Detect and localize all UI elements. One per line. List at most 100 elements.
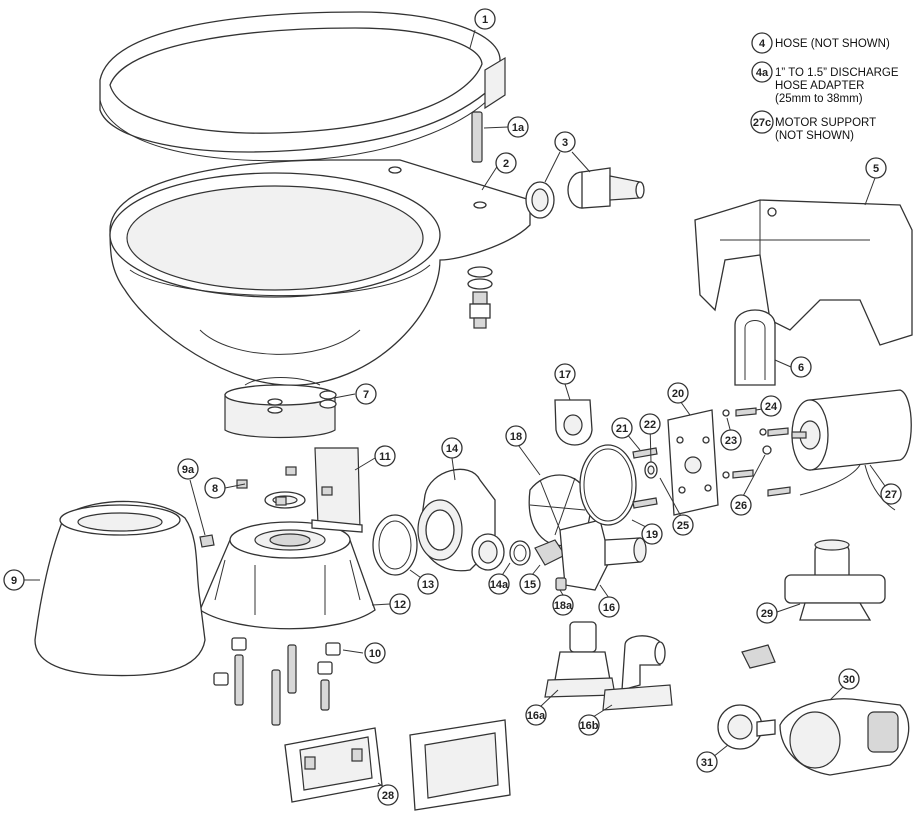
part-o-ring-large bbox=[372, 514, 418, 576]
callout-label: 9 bbox=[11, 575, 17, 587]
part-hinge-bolt bbox=[471, 111, 483, 163]
part-pump-gasket bbox=[579, 444, 637, 526]
part-motor-strap bbox=[734, 309, 776, 386]
part-shaft-seal bbox=[644, 461, 658, 479]
callout-label: 16b bbox=[580, 720, 599, 732]
callout-19: 19 bbox=[641, 523, 663, 545]
callout-label: 5 bbox=[873, 163, 879, 175]
callout-label: 30 bbox=[843, 674, 855, 686]
callout-label: 9a bbox=[182, 464, 195, 476]
callout-label: 20 bbox=[672, 388, 684, 400]
callout-label: 11 bbox=[379, 451, 391, 463]
callout-16b: 16b bbox=[578, 714, 600, 736]
note-line: (25mm to 38mm) bbox=[775, 93, 863, 105]
part-mounting-plate bbox=[667, 409, 719, 516]
part-pump bbox=[779, 698, 910, 776]
part-o-ring-small bbox=[509, 540, 531, 566]
callout-20: 20 bbox=[667, 382, 689, 404]
callout-1: 1 bbox=[474, 8, 496, 30]
callout-24: 24 bbox=[760, 395, 782, 417]
callout-label: 8 bbox=[212, 483, 218, 495]
part-motor-cover bbox=[694, 199, 913, 346]
callout-13: 13 bbox=[417, 573, 439, 595]
callout-14: 14 bbox=[441, 437, 463, 459]
callout-label: 13 bbox=[422, 579, 434, 591]
callout-label: 21 bbox=[616, 423, 628, 435]
part-flap-valve bbox=[311, 447, 363, 533]
callout-5: 5 bbox=[865, 157, 887, 179]
callout-label: 22 bbox=[644, 419, 656, 431]
part-inlet-fitting bbox=[525, 167, 645, 219]
callout-label: 2 bbox=[503, 158, 509, 170]
callout-30: 30 bbox=[838, 668, 860, 690]
callout-label: 14 bbox=[446, 443, 459, 455]
callout-6: 6 bbox=[790, 356, 812, 378]
callout-label: 14a bbox=[490, 579, 509, 591]
callout-label: 27 bbox=[885, 489, 897, 501]
part-pump-base bbox=[199, 521, 376, 630]
callout-label: 16a bbox=[527, 710, 546, 722]
part-bowl bbox=[109, 159, 531, 439]
part-rim-gasket bbox=[267, 390, 337, 414]
part-pump-body bbox=[559, 519, 647, 591]
callout-label: 29 bbox=[761, 608, 773, 620]
callout-3: 3 bbox=[554, 131, 576, 153]
callout-8: 8 bbox=[204, 477, 226, 499]
note-badge: 27c bbox=[753, 117, 771, 129]
callout-label: 19 bbox=[646, 529, 658, 541]
part-pump-housing bbox=[417, 468, 505, 572]
callout-18: 18 bbox=[505, 425, 527, 447]
part-switch-cover bbox=[409, 719, 511, 811]
callout-label: 31 bbox=[701, 757, 713, 769]
callout-label: 3 bbox=[562, 137, 568, 149]
callout-28: 28 bbox=[377, 784, 399, 806]
callout-label: 17 bbox=[559, 369, 571, 381]
callout-label: 7 bbox=[363, 389, 369, 401]
note-hose: 4 HOSE (NOT SHOWN) bbox=[751, 32, 890, 54]
part-motor-screws bbox=[722, 407, 791, 497]
callout-label: 18 bbox=[510, 431, 522, 443]
callout-12: 12 bbox=[389, 593, 411, 615]
note-badge: 4a bbox=[756, 67, 769, 79]
callout-31: 31 bbox=[696, 751, 718, 773]
part-seat-lid bbox=[99, 11, 506, 162]
callout-26: 26 bbox=[730, 494, 752, 516]
notes-legend: 4 HOSE (NOT SHOWN) 4a 1” TO 1.5” DISCHAR… bbox=[750, 32, 899, 142]
callout-label: 26 bbox=[735, 500, 747, 512]
part-bowl-fasteners bbox=[467, 266, 493, 329]
callout-18a: 18a bbox=[552, 594, 574, 616]
callout-label: 1a bbox=[512, 122, 525, 134]
callout-29: 29 bbox=[756, 602, 778, 624]
note-line: 1” TO 1.5” DISCHARGE bbox=[775, 67, 899, 79]
callout-label: 24 bbox=[765, 401, 778, 413]
callout-label: 18a bbox=[554, 600, 573, 612]
callout-14a: 14a bbox=[488, 573, 510, 595]
callout-label: 1 bbox=[482, 14, 488, 26]
part-motor bbox=[791, 389, 912, 511]
callout-label: 10 bbox=[369, 648, 381, 660]
callout-9a: 9a bbox=[177, 458, 199, 480]
callout-15: 15 bbox=[519, 573, 541, 595]
callout-label: 28 bbox=[382, 790, 394, 802]
note-line: HOSE (NOT SHOWN) bbox=[775, 38, 890, 50]
callout-16a: 16a bbox=[525, 704, 547, 726]
note-badge: 4 bbox=[759, 38, 766, 50]
part-straight-adapter bbox=[544, 621, 616, 698]
callout-label: 6 bbox=[798, 362, 804, 374]
callout-label: 16 bbox=[603, 602, 615, 614]
part-set-screw bbox=[555, 577, 567, 591]
part-switch-plate bbox=[284, 727, 383, 803]
callout-17: 17 bbox=[554, 363, 576, 385]
callout-22: 22 bbox=[639, 413, 661, 435]
callout-11: 11 bbox=[374, 445, 396, 467]
part-filter bbox=[717, 644, 776, 750]
callout-label: 12 bbox=[394, 599, 406, 611]
callout-badges: 1 1a 2 3 5 6 7 8 9 9a 10 11 12 13 14 14a… bbox=[3, 8, 902, 806]
callout-23: 23 bbox=[720, 429, 742, 451]
callout-1a: 1a bbox=[507, 116, 529, 138]
part-bracket bbox=[554, 399, 593, 446]
part-cover-screw bbox=[199, 534, 215, 548]
callout-label: 15 bbox=[524, 579, 536, 591]
part-base-cover bbox=[34, 500, 206, 677]
